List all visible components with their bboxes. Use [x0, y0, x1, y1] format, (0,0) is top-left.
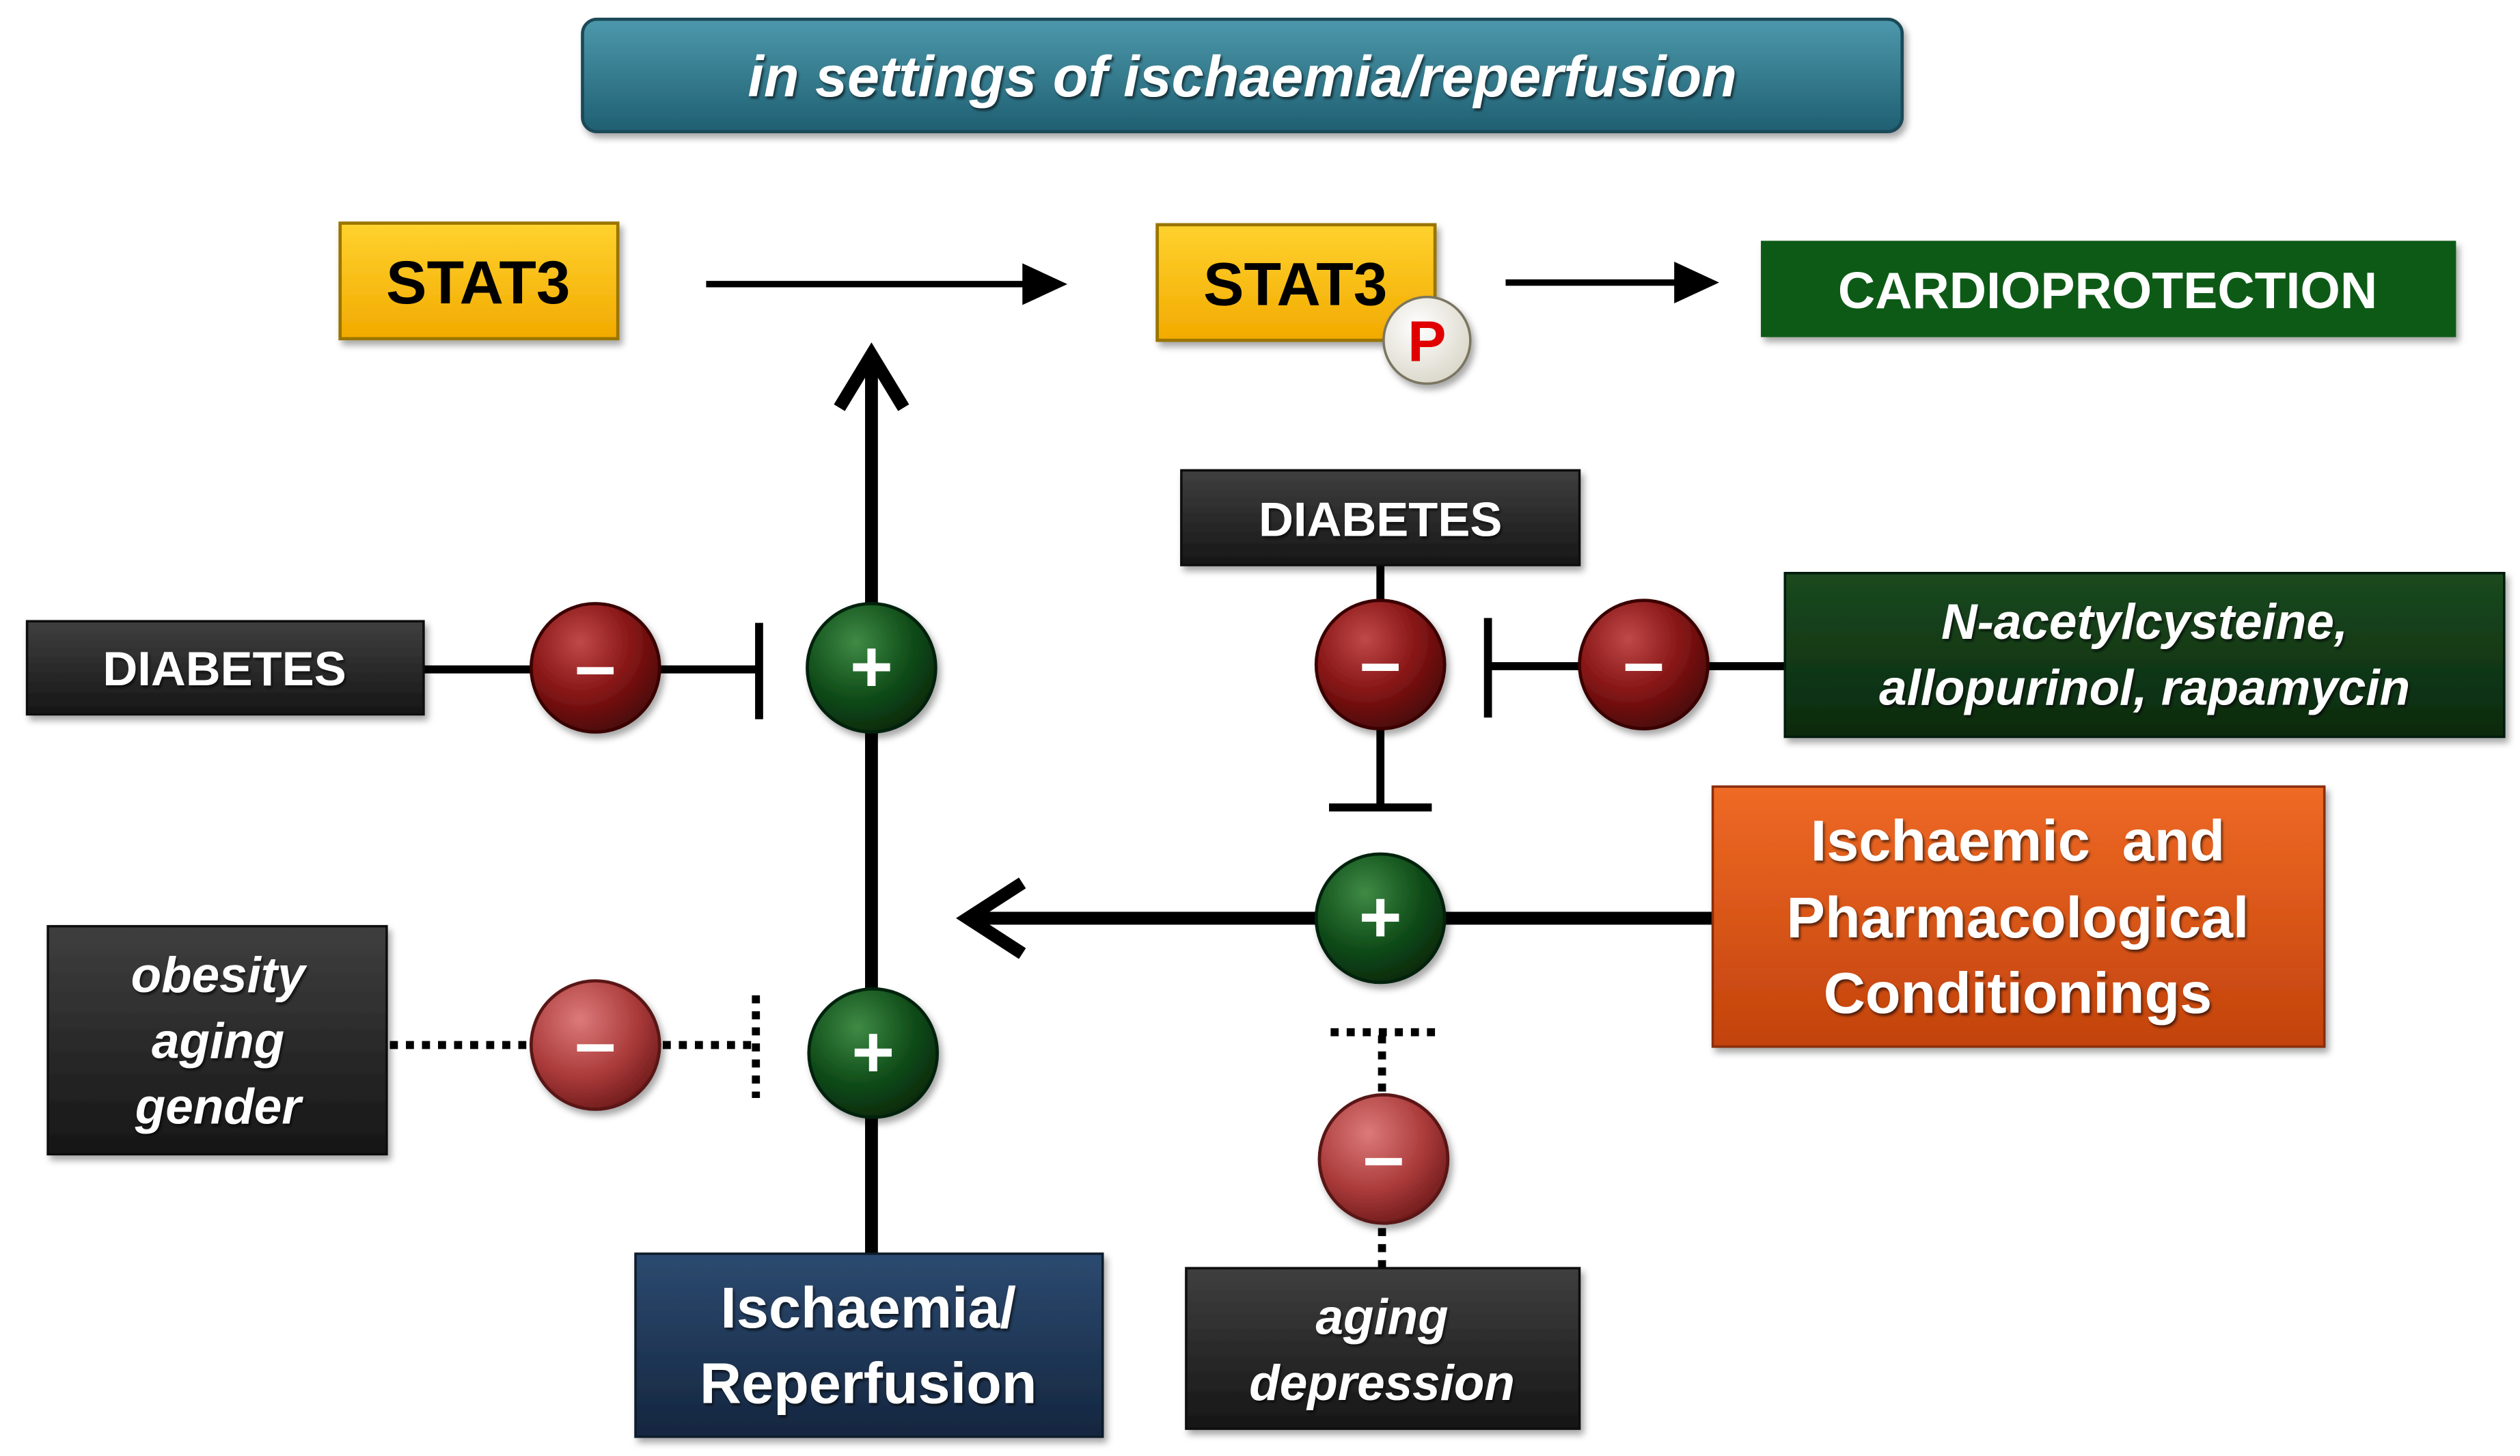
conditionings-line3: Conditionings	[1824, 961, 2212, 1026]
risk-left-line3: gender	[135, 1080, 303, 1135]
conditionings-line1: Ischaemic and	[1811, 808, 2225, 873]
stat3-box: STAT3	[338, 221, 620, 341]
risk-left-line1: obesity	[131, 948, 307, 1003]
plus-node-upper: +	[806, 602, 937, 734]
risk-bottom-box: aging depression	[1185, 1267, 1581, 1430]
stat3-phosphorylation-arrowhead	[1022, 263, 1068, 305]
minus-node-risk-left-sign: –	[575, 1000, 616, 1083]
ischaemia-line2: Reperfusion	[700, 1350, 1037, 1415]
phosphate-badge: P	[1382, 295, 1472, 385]
cardioprotection-label: CARDIOPROTECTION	[1838, 262, 2377, 319]
ischaemia-reperfusion-box: Ischaemia/ Reperfusion	[634, 1252, 1104, 1438]
nac-box: N-acetylcysteine, allopurinol, rapamycin	[1783, 572, 2506, 739]
cardioprotection-box: CARDIOPROTECTION	[1761, 241, 2456, 338]
minus-node-risk-bottom-sign: –	[1363, 1114, 1404, 1197]
stat3p-label: STAT3	[1203, 249, 1387, 318]
risk-left-line2: aging	[152, 1013, 284, 1069]
plus-node-lower: +	[807, 987, 940, 1119]
cardioprotection-arrowhead	[1674, 261, 1719, 304]
minus-node-risk-left: –	[529, 979, 661, 1111]
context-banner: in settings of ischaemia/reperfusion	[581, 17, 1904, 134]
minus-node-diabetes-left: –	[529, 602, 661, 734]
diabetes-left-label: DIABETES	[102, 642, 346, 696]
minus-node-diabetes-top-sign: –	[1360, 620, 1401, 703]
stat3-label: STAT3	[386, 248, 570, 316]
conditionings-arrowhead	[956, 877, 1026, 959]
minus-node-nac: –	[1578, 599, 1710, 731]
risk-left-box: obesity aging gender	[46, 924, 388, 1156]
minus-node-risk-bottom: –	[1317, 1093, 1450, 1225]
nac-line1: N-acetylcysteine,	[1941, 594, 2348, 650]
diabetes-top-box: DIABETES	[1180, 469, 1581, 566]
ischaemia-main-arrowhead	[834, 342, 909, 411]
plus-node-upper-sign: +	[850, 625, 893, 708]
conditionings-line2: Pharmacological	[1787, 885, 2249, 950]
phosphate-badge-label: P	[1408, 309, 1446, 374]
conditionings-box: Ischaemic and Pharmacological Conditioni…	[1711, 785, 2326, 1048]
minus-node-nac-sign: –	[1623, 620, 1664, 703]
risk-bottom-line1: aging	[1315, 1289, 1448, 1345]
plus-node-lower-sign: +	[851, 1011, 894, 1093]
nac-line2: allopurinol, rapamycin	[1879, 660, 2410, 715]
minus-node-diabetes-top: –	[1314, 599, 1447, 731]
context-banner-text: in settings of ischaemia/reperfusion	[748, 44, 1737, 109]
plus-node-conditionings-sign: +	[1359, 875, 1402, 958]
plus-node-conditionings: +	[1314, 852, 1447, 985]
diabetes-left-box: DIABETES	[25, 620, 425, 716]
ischaemia-line1: Ischaemia/	[720, 1275, 1016, 1340]
minus-node-diabetes-left-sign: –	[575, 623, 616, 706]
stat3-phosphorylated-box: STAT3	[1155, 223, 1437, 342]
risk-bottom-line2: depression	[1249, 1356, 1515, 1411]
diabetes-top-label: DIABETES	[1259, 493, 1502, 547]
